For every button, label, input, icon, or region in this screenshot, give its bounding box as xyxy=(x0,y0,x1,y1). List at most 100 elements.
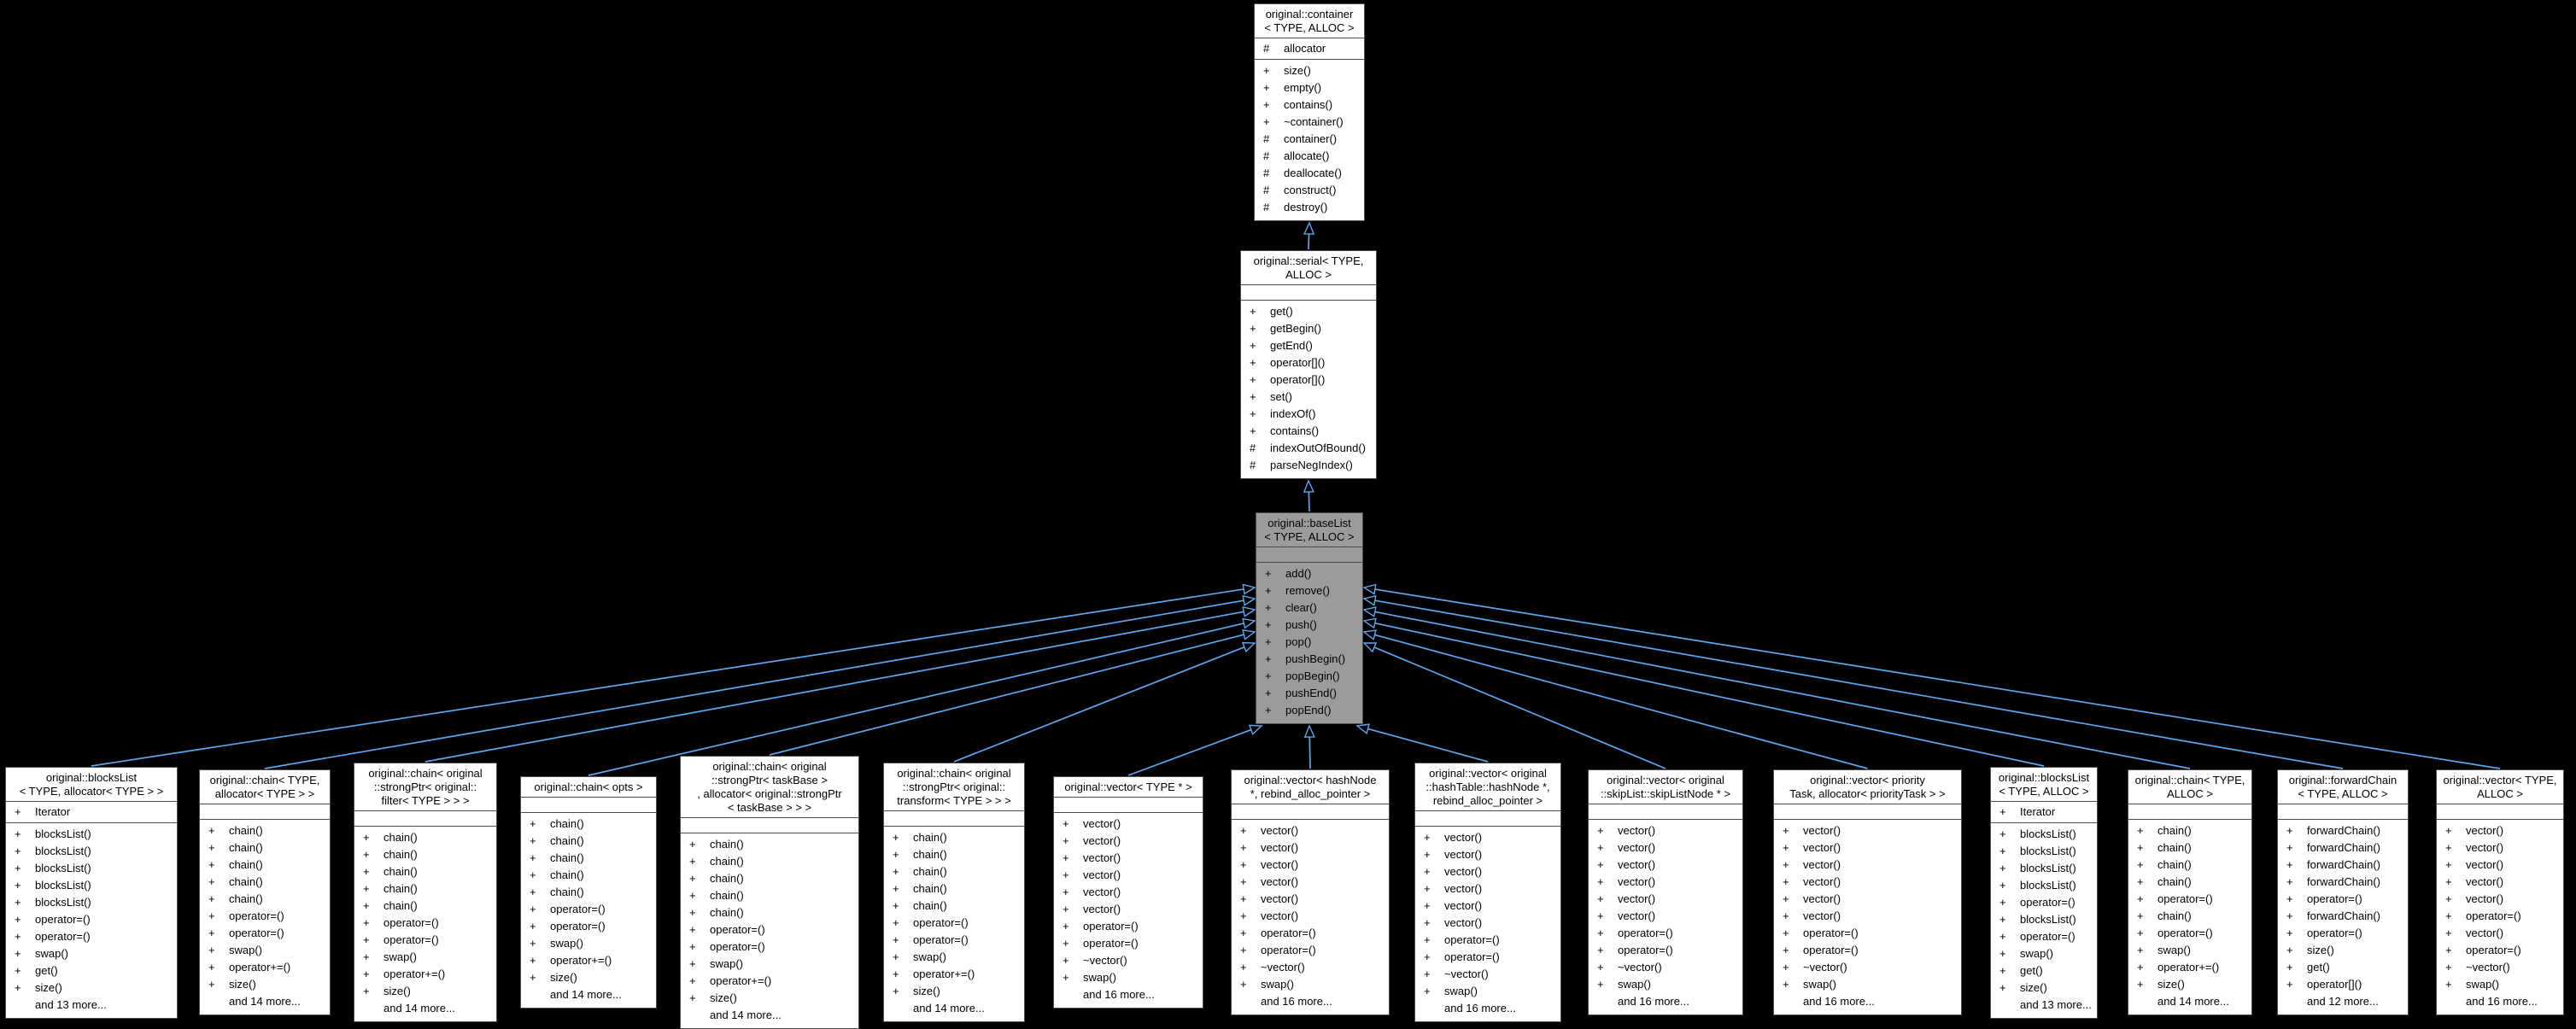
member-visibility: + xyxy=(1597,892,1604,905)
member-label: operator[]() xyxy=(2307,978,2362,991)
class-title: original::baseList < TYPE, ALLOC > xyxy=(1256,513,1362,547)
member-visibility: + xyxy=(208,841,215,854)
member-visibility: + xyxy=(893,831,899,844)
class-node-b11[interactable]: original::vector< priority Task, allocat… xyxy=(1773,769,1962,1015)
member-label: vector() xyxy=(1803,892,1841,905)
class-method: +size() xyxy=(1255,62,1364,79)
member-label: forwardChain() xyxy=(2307,875,2380,888)
class-method: +vector() xyxy=(1415,897,1560,915)
class-node-b1[interactable]: original::blocksList < TYPE, allocator< … xyxy=(5,767,178,1019)
class-attribute: +Iterator xyxy=(6,804,177,821)
class-node-container[interactable]: original::container < TYPE, ALLOC > #all… xyxy=(1254,3,1365,221)
class-method: +vector() xyxy=(1054,833,1203,850)
member-visibility: + xyxy=(1783,841,1789,854)
member-visibility: + xyxy=(1424,985,1431,997)
member-label: size() xyxy=(383,985,411,997)
class-node-b9[interactable]: original::vector< original ::hashTable::… xyxy=(1414,763,1561,1022)
member-visibility: + xyxy=(1263,98,1270,111)
member-visibility: + xyxy=(2286,824,2293,837)
member-label: swap() xyxy=(2157,944,2192,956)
class-method: +chain() xyxy=(681,887,858,904)
member-label: get() xyxy=(2020,964,2043,977)
class-method: +contains() xyxy=(1241,423,1376,440)
class-methods: +chain()+chain()+chain()+chain()+chain()… xyxy=(681,833,858,1028)
class-method: +chain() xyxy=(354,863,496,880)
member-label: vector() xyxy=(1618,824,1656,837)
class-method: +set() xyxy=(1241,389,1376,406)
member-label: add() xyxy=(1285,567,1312,580)
class-node-b10[interactable]: original::vector< original ::skipList::s… xyxy=(1588,769,1743,1015)
class-method: +empty() xyxy=(1255,79,1364,96)
member-visibility: + xyxy=(2445,858,2452,871)
class-method: +blocksList() xyxy=(6,877,177,894)
member-label: operator+=() xyxy=(229,961,291,973)
class-methods: +size()+empty()+contains()+~container()#… xyxy=(1255,60,1364,220)
member-label: chain() xyxy=(550,851,584,864)
class-method: +operator+=() xyxy=(521,952,656,969)
class-method: +forwardChain() xyxy=(2278,839,2408,857)
member-visibility: + xyxy=(689,872,696,885)
class-method: +size() xyxy=(354,983,496,1000)
class-method: +operator[]() xyxy=(2278,976,2408,993)
class-method: +chain() xyxy=(681,853,858,870)
class-method: +swap() xyxy=(884,949,1024,966)
more-members: and 14 more... xyxy=(383,1002,455,1014)
member-visibility: + xyxy=(2286,875,2293,888)
class-method: +size() xyxy=(1991,979,2097,997)
member-label: operator=() xyxy=(2466,944,2521,956)
member-label: vector() xyxy=(1803,824,1841,837)
member-label: ~vector() xyxy=(2466,961,2510,973)
class-method: +vector() xyxy=(1774,857,1961,874)
class-node-b8[interactable]: original::vector< hashNode *, rebind_all… xyxy=(1231,769,1390,1015)
class-attributes xyxy=(200,804,330,820)
class-node-b6[interactable]: original::chain< original ::strongPtr< o… xyxy=(883,763,1025,1022)
class-title: original::chain< opts > xyxy=(521,777,656,798)
class-methods: +chain()+chain()+chain()+chain()+chain()… xyxy=(354,827,496,1021)
member-label: blocksList() xyxy=(35,845,91,857)
class-method: #parseNegIndex() xyxy=(1241,457,1376,474)
member-label: remove() xyxy=(1285,584,1331,597)
class-method: +vector() xyxy=(1415,880,1560,897)
member-label: blocksList() xyxy=(35,862,91,874)
member-label: swap() xyxy=(1261,978,1295,991)
class-node-b14[interactable]: original::forwardChain < TYPE, ALLOC > +… xyxy=(2277,769,2409,1015)
class-node-b5[interactable]: original::chain< original ::strongPtr< t… xyxy=(680,756,859,1029)
member-label: operator=() xyxy=(229,909,284,922)
class-methods: +add()+remove()+clear()+push()+pop()+pus… xyxy=(1256,563,1362,723)
class-method: +forwardChain() xyxy=(2278,822,2408,839)
class-node-b3[interactable]: original::chain< original ::strongPtr< o… xyxy=(354,763,497,1022)
class-method: +size() xyxy=(6,979,177,997)
member-visibility: + xyxy=(1424,916,1431,929)
class-node-b12[interactable]: original::blocksList < TYPE, ALLOC > +It… xyxy=(1990,767,2098,1019)
class-method: + swap() xyxy=(1415,983,1560,1000)
class-attributes: #allocator xyxy=(1255,38,1364,60)
member-label: swap() xyxy=(1444,985,1478,997)
more-members: and 13 more... xyxy=(2020,998,2092,1011)
member-label: ~vector() xyxy=(1618,961,1662,973)
class-method: +operator=() xyxy=(2128,891,2251,908)
class-node-b13[interactable]: original::chain< TYPE, ALLOC > +chain()+… xyxy=(2128,769,2252,1015)
class-method: +chain() xyxy=(521,884,656,901)
class-node-b15[interactable]: original::vector< TYPE, ALLOC > +vector(… xyxy=(2436,769,2564,1015)
class-method: +get() xyxy=(1241,303,1376,320)
member-label: swap() xyxy=(229,944,263,956)
member-visibility: + xyxy=(1597,909,1604,922)
member-visibility: + xyxy=(1424,831,1431,844)
class-method: +clear() xyxy=(1256,599,1362,617)
class-method: +~vector() xyxy=(2437,959,2563,976)
class-method: +get() xyxy=(2278,959,2408,976)
class-node-baselist[interactable]: original::baseList < TYPE, ALLOC > +add(… xyxy=(1256,512,1363,724)
class-attributes: +Iterator xyxy=(1991,802,2097,823)
class-node-b4[interactable]: original::chain< opts > +chain()+chain()… xyxy=(520,776,657,1009)
class-method: +operator[]() xyxy=(1241,371,1376,389)
class-node-serial[interactable]: original::serial< TYPE, ALLOC > +get()+g… xyxy=(1240,250,1377,479)
class-method: +operator=() xyxy=(2128,925,2251,942)
class-node-b7[interactable]: original::vector< TYPE * > +vector()+vec… xyxy=(1053,776,1203,1009)
class-attributes xyxy=(2437,804,2563,820)
class-method: +operator=() xyxy=(1774,942,1961,959)
member-label: swap() xyxy=(1803,978,1837,991)
member-visibility: + xyxy=(689,923,696,936)
class-node-b2[interactable]: original::chain< TYPE, allocator< TYPE >… xyxy=(199,769,331,1015)
member-visibility: + xyxy=(15,845,21,857)
